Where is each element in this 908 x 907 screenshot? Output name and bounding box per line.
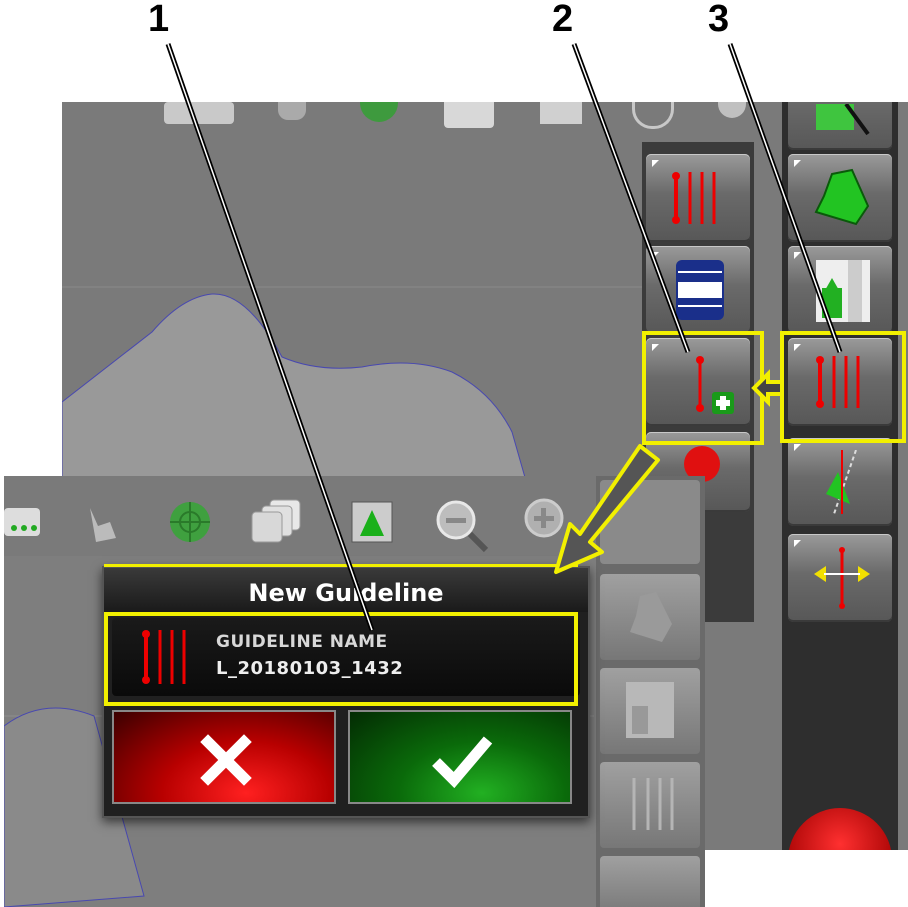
new-guideline-dialog: New Guideline GUIDELINE NAME L_20180103_… — [102, 566, 590, 818]
zoom-out-icon[interactable] — [632, 102, 674, 129]
guideline-name-label: GUIDELINE NAME — [216, 632, 388, 652]
steer-offset-button[interactable] — [788, 438, 892, 526]
boundary-button-faded[interactable] — [600, 574, 700, 660]
layers-icon[interactable] — [250, 498, 306, 546]
touch-hand-icon[interactable] — [80, 504, 120, 544]
dialog-title: New Guideline — [104, 568, 588, 612]
callout-3: 3 — [708, 0, 730, 40]
cancel-icon — [200, 734, 252, 786]
highlight-guideline-name — [104, 612, 578, 706]
boundary-icon — [814, 168, 870, 226]
guideline-scroll-button[interactable] — [646, 246, 750, 334]
grid-view-icon[interactable] — [350, 500, 394, 544]
zoom-in-icon[interactable] — [718, 102, 746, 118]
nudge-button[interactable] — [788, 534, 892, 622]
guideline-list-icon — [672, 172, 716, 224]
new-guideline-button[interactable] — [646, 338, 750, 426]
guideline-scroll-icon — [676, 260, 724, 320]
guidelines-icon — [632, 778, 674, 830]
new-guideline-icon — [696, 356, 734, 414]
layers-icon[interactable] — [444, 102, 494, 128]
guideline-name-value: L_20180103_1432 — [216, 658, 404, 679]
callout-1: 1 — [148, 0, 170, 40]
guidelines-icon — [816, 356, 860, 408]
headland-button-faded[interactable] — [600, 668, 700, 754]
gps-icon[interactable] — [360, 102, 398, 122]
steer-offset-icon — [826, 450, 857, 514]
alert-icon — [684, 446, 720, 482]
boundary-button[interactable] — [788, 154, 892, 242]
confirm-button[interactable] — [348, 710, 572, 804]
guideline-name-field[interactable]: GUIDELINE NAME L_20180103_1432 — [112, 618, 580, 696]
touch-hand-icon[interactable] — [278, 102, 306, 120]
steer-offset-button-faded[interactable] — [600, 856, 700, 907]
guideline-icon — [142, 630, 186, 684]
grid-view-icon[interactable] — [540, 102, 582, 124]
nudge-icon — [814, 547, 870, 609]
guidelines-button-faded[interactable] — [600, 762, 700, 848]
implement-status-icon[interactable] — [4, 504, 44, 540]
pointer-arrow-icon — [554, 444, 660, 574]
field-edit-button[interactable] — [788, 102, 892, 150]
implement-status-icon[interactable] — [164, 102, 234, 124]
arrow-left-icon — [751, 369, 784, 407]
highlight-title-line — [104, 564, 578, 567]
guidelines-button[interactable] — [788, 338, 892, 426]
confirm-icon — [432, 736, 493, 788]
headland-icon — [626, 682, 674, 738]
gps-icon[interactable] — [168, 500, 212, 544]
cancel-button[interactable] — [112, 710, 336, 804]
callout-2: 2 — [552, 0, 574, 40]
guideline-list-button[interactable] — [646, 154, 750, 242]
zoom-out-icon[interactable] — [434, 498, 490, 554]
field-edit-icon — [816, 104, 870, 136]
zoom-in-icon[interactable] — [524, 498, 570, 544]
boundary-icon — [630, 592, 672, 642]
